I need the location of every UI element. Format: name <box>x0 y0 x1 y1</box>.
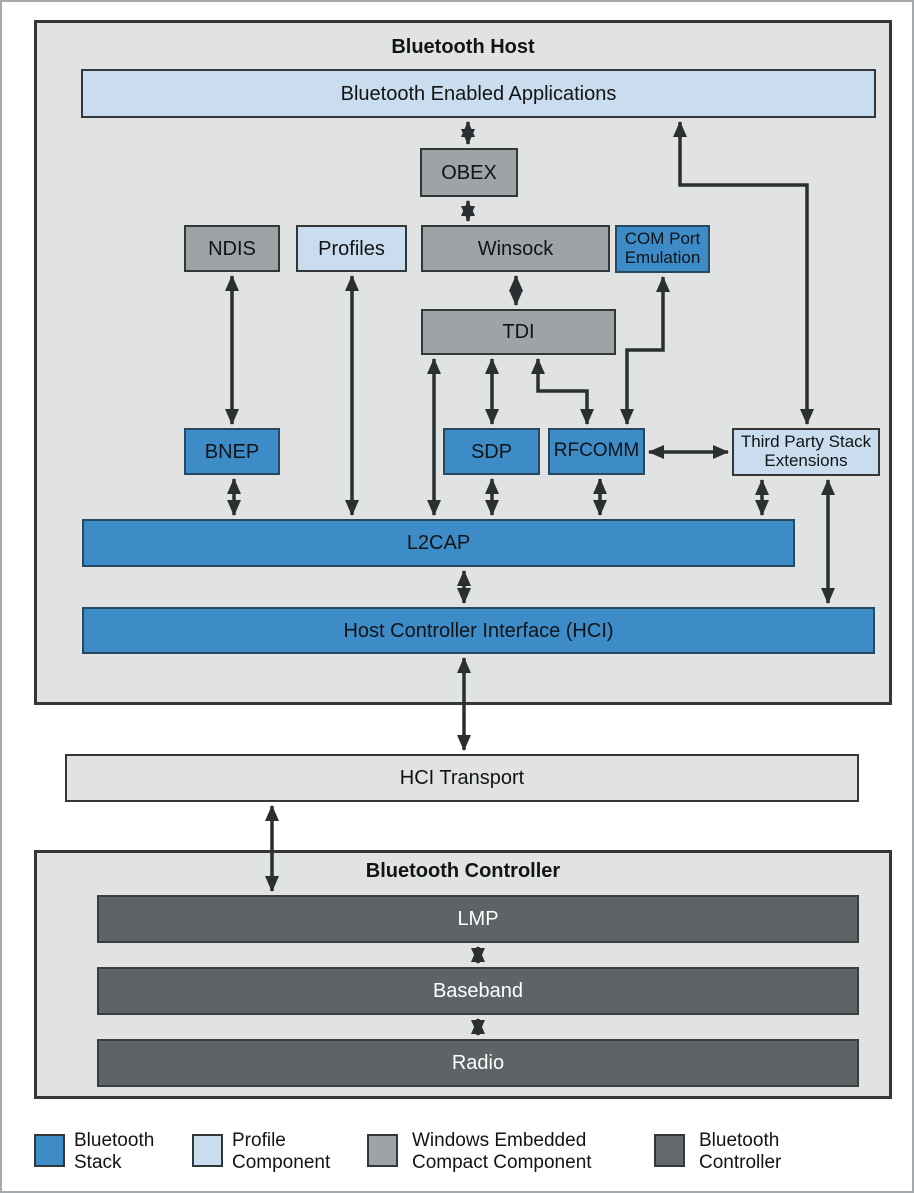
legend-label-bluetooth-controller: Bluetooth Controller <box>699 1130 782 1173</box>
hci-transport-box: HCI Transport <box>65 754 859 802</box>
obex-box: OBEX <box>420 148 518 197</box>
hci-box: Host Controller Interface (HCI) <box>82 607 875 654</box>
legend-swatch-bluetooth-controller <box>654 1134 685 1167</box>
radio-box: Radio <box>97 1039 859 1087</box>
l2cap-box: L2CAP <box>82 519 795 567</box>
bluetooth-host-container <box>34 20 892 705</box>
bnep-box: BNEP <box>184 428 280 475</box>
profiles-box: Profiles <box>296 225 407 272</box>
legend-label-bluetooth-stack: Bluetooth Stack <box>74 1130 155 1173</box>
com-port-emulation-box: COM Port Emulation <box>615 225 710 273</box>
bluetooth-host-title: Bluetooth Host <box>391 36 535 58</box>
tdi-box: TDI <box>421 309 616 355</box>
legend-swatch-bluetooth-stack <box>34 1134 65 1167</box>
legend-label-profile-component: Profile Component <box>232 1130 331 1173</box>
lmp-box: LMP <box>97 895 859 943</box>
ndis-box: NDIS <box>184 225 280 272</box>
legend-label-wec-component: Windows Embedded Compact Component <box>412 1130 592 1173</box>
legend-swatch-profile-component <box>192 1134 223 1167</box>
baseband-box: Baseband <box>97 967 859 1015</box>
bluetooth-enabled-applications-box: Bluetooth Enabled Applications <box>81 69 876 118</box>
rfcomm-box: RFCOMM <box>548 428 645 475</box>
sdp-box: SDP <box>443 428 540 475</box>
legend-swatch-wec-component <box>367 1134 398 1167</box>
winsock-box: Winsock <box>421 225 610 272</box>
third-party-stack-extensions-box: Third Party Stack Extensions <box>732 428 880 476</box>
bluetooth-controller-title: Bluetooth Controller <box>365 860 561 882</box>
